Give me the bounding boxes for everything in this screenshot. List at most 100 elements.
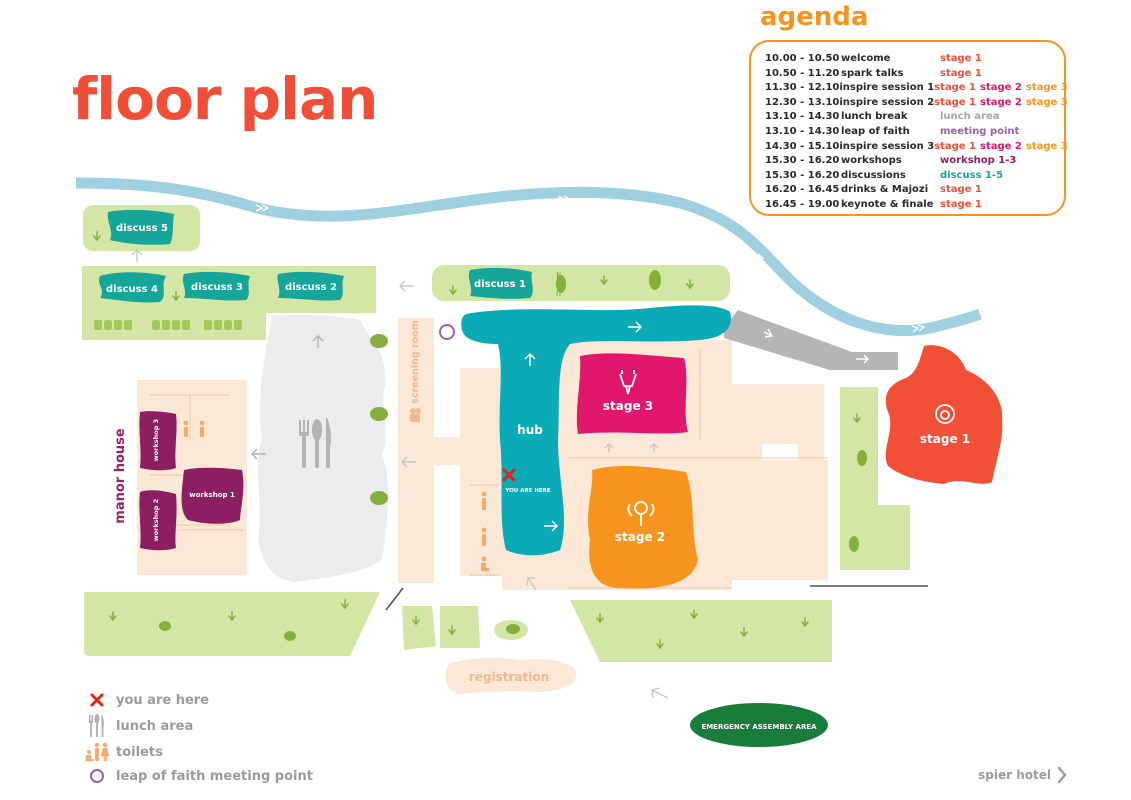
grass-tufts (93, 231, 861, 650)
agenda-location: stage 1 (934, 82, 977, 94)
agenda-location: workshop 1-3 (940, 155, 1017, 167)
walkway-arrows (131, 249, 669, 699)
agenda-locations: stage 1 (940, 67, 1064, 82)
spier-hotel-link[interactable]: spier hotel (978, 766, 1067, 784)
stage-2-label: stage 2 (615, 530, 665, 544)
you-are-here-marker (502, 468, 516, 482)
agenda-time: 13.10 - 14.30 (765, 111, 840, 123)
agenda-event: workshops (841, 155, 902, 167)
discuss-3-blob (182, 271, 250, 301)
discuss-1-label: discuss 1 (474, 279, 526, 290)
agenda-event: drinks & Majozi (841, 184, 929, 196)
stage-1 (885, 345, 1003, 484)
workshop-2-label: workshop 2 (152, 499, 160, 541)
agenda-time: 14.30 - 15.10 (765, 140, 840, 152)
discuss-2-label: discuss 2 (285, 282, 337, 293)
elephant-icon (627, 501, 655, 526)
discuss-5-label: discuss 5 (116, 223, 168, 234)
agenda-location: stage 2 (980, 140, 1022, 152)
stage-2 (588, 466, 698, 589)
discuss-2-blob (277, 271, 344, 301)
agenda-location: stage 3 (1025, 96, 1068, 108)
toilet-icons (183, 420, 489, 571)
agenda-location: lunch area (940, 111, 1000, 123)
agenda-locations: stage 1 (940, 183, 1064, 198)
lunch-area (257, 314, 389, 582)
river (75, 177, 983, 337)
workshop-1-label: workshop 1 (189, 491, 235, 499)
agenda-location: stage 2 (980, 96, 1022, 108)
agenda-location: stage 1 (940, 53, 982, 64)
discuss-1-blob (468, 267, 533, 299)
tree-icons (159, 270, 867, 641)
discuss-5-blob (107, 209, 174, 245)
toilet-icon (82, 740, 112, 764)
legend-item-you-are-here: you are here (82, 688, 209, 712)
agenda-time: 10.50 - 11.20 (765, 67, 840, 79)
agenda-time: 16.20 - 16.45 (765, 184, 840, 196)
leap-of-faith-point (439, 324, 455, 340)
screening-room-label: screening room (410, 320, 421, 403)
agenda-event: discussions (841, 169, 906, 181)
cutlery-icon (82, 714, 112, 738)
agenda-locations: workshop 1-3 (940, 154, 1064, 169)
circle-icon (82, 764, 112, 788)
emergency-assembly-area (690, 703, 828, 747)
x-marker-icon (82, 688, 112, 712)
legend-item-toilets: toilets (82, 740, 163, 764)
agenda-event: lunch break (841, 111, 908, 123)
you-are-here-label: YOU ARE HERE (504, 488, 551, 494)
hedge-rows (94, 320, 242, 330)
manor-house-label: manor house (113, 428, 128, 524)
agenda-event: welcome (841, 53, 891, 64)
agenda-location: meeting point (940, 125, 1020, 137)
lion-icon (935, 404, 955, 424)
agenda-locations: stage 1 (940, 52, 1064, 67)
legend-label: leap of faith meeting point (116, 768, 313, 784)
legend-label: you are here (116, 692, 210, 708)
hub (461, 305, 731, 556)
agenda-locations: stage 1 (940, 198, 1064, 213)
agenda-time: 15.30 - 16.20 (765, 155, 840, 167)
agenda-location: stage 3 (1025, 140, 1068, 152)
agenda-time: 13.10 - 14.30 (765, 125, 840, 137)
stage-1-label: stage 1 (920, 432, 970, 446)
discuss-blobs (99, 209, 533, 303)
agenda-locations: meeting point (940, 125, 1064, 140)
agenda-event: keynote & finale (841, 198, 934, 210)
agenda-location: stage 1 (940, 198, 982, 210)
agenda-locations: discuss 1-5 (940, 169, 1064, 184)
page-title: floor plan (72, 65, 378, 133)
discuss-4-blob (99, 272, 166, 303)
agenda-location: stage 1 (934, 96, 977, 108)
agenda-location: stage 1 (940, 67, 982, 79)
agenda-event: inspire session 3 (839, 140, 935, 152)
agenda-locations: lunch area (940, 110, 1064, 125)
emergency-assembly-label: EMERGENCY ASSEMBLY AREA (701, 723, 817, 731)
river-flow-arrows (255, 195, 926, 333)
agenda-location: stage 3 (1025, 82, 1068, 94)
agenda-event: spark talks (841, 67, 904, 79)
camera-icon (410, 408, 421, 422)
stage-3 (576, 353, 688, 434)
hub-label: hub (517, 423, 543, 437)
giraffe-icon (619, 370, 637, 395)
gate-lines (385, 585, 928, 611)
agenda-location: stage 1 (940, 184, 982, 196)
chevron-right-icon (1057, 766, 1067, 784)
agenda-time: 12.30 - 13.10 (765, 96, 840, 108)
